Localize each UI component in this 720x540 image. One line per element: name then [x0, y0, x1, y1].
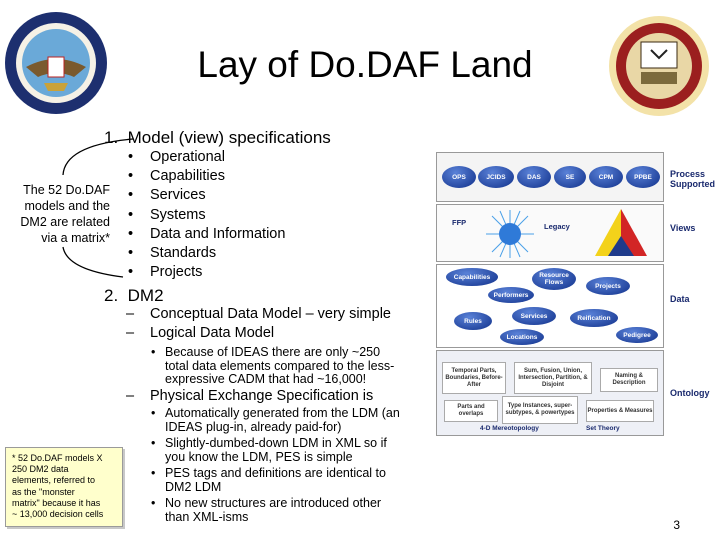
- starburst-icon: [486, 210, 534, 258]
- data-oval: Capabilities: [446, 268, 498, 286]
- list-item: •PES tags and definitions are identical …: [151, 466, 386, 494]
- data-oval: Projects: [586, 277, 630, 295]
- process-oval: DAS: [517, 166, 551, 188]
- process-oval: CPM: [589, 166, 623, 188]
- data-oval: Pedigree: [616, 327, 658, 343]
- onto-caption: Set Theory: [586, 425, 620, 432]
- data-oval: Resource Flows: [532, 268, 576, 290]
- relation-bracket: [62, 138, 134, 278]
- label-data: Data: [670, 294, 690, 304]
- process-oval: OPS: [442, 166, 476, 188]
- legacy-label: Legacy: [544, 222, 570, 231]
- dod-seal-logo: [4, 11, 108, 115]
- dod-cio-seal-logo: [605, 14, 713, 118]
- data-oval: Performers: [488, 287, 534, 303]
- list-item: •Projects: [128, 264, 203, 281]
- onto-box: Temporal Parts, Boundaries, Before-After: [442, 362, 506, 394]
- data-oval: Services: [512, 307, 556, 325]
- ldm-note: • Because of IDEAS there are only ~250 t…: [151, 345, 395, 386]
- page-number: 3: [673, 518, 680, 532]
- list-item: •Operational: [128, 149, 225, 165]
- onto-box: Naming & Description: [600, 368, 658, 392]
- list-item: •Standards: [128, 245, 217, 262]
- label-ontology: Ontology: [670, 388, 710, 398]
- item-1-heading: 1. Model (view) specifications: [104, 128, 331, 147]
- slide-title: Lay of Do.DAF Land: [197, 44, 533, 85]
- ffp-label: FFP: [452, 218, 467, 227]
- process-oval: SE: [554, 166, 586, 188]
- list-item: •Automatically generated from the LDM (a…: [151, 406, 400, 434]
- list-item: •Systems: [128, 206, 206, 223]
- dm2-conceptual: –Conceptual Data Model – very simple –Lo…: [126, 306, 391, 342]
- data-oval: Rules: [454, 312, 492, 330]
- onto-box: Type Instances, super-subtypes, & powert…: [502, 396, 578, 424]
- model-spec-list: •Operational •Capabilities •Services •Sy…: [128, 148, 285, 282]
- onto-box: Sum, Fusion, Union, Intersection, Partit…: [514, 362, 592, 394]
- onto-caption: 4-D Mereotopology: [480, 425, 539, 432]
- onto-box: Parts and overlaps: [444, 400, 498, 422]
- onto-box: Properties & Measures: [586, 400, 654, 422]
- label-views: Views: [670, 223, 696, 233]
- list-item: •Data and Information: [128, 225, 286, 242]
- list-item: •Services: [128, 187, 206, 204]
- data-oval: Reification: [570, 309, 618, 327]
- pes-bullets: •Automatically generated from the LDM (a…: [151, 406, 400, 524]
- process-oval: PPBE: [626, 166, 660, 188]
- triangle-icon: [595, 209, 647, 256]
- item-2-heading: 2. DM2: [104, 286, 164, 305]
- process-oval: JCIDS: [478, 166, 514, 188]
- data-oval: Locations: [500, 329, 544, 345]
- list-item: •Capabilities: [128, 168, 225, 185]
- dm2-pes: –Physical Exchange Specification is: [126, 388, 374, 404]
